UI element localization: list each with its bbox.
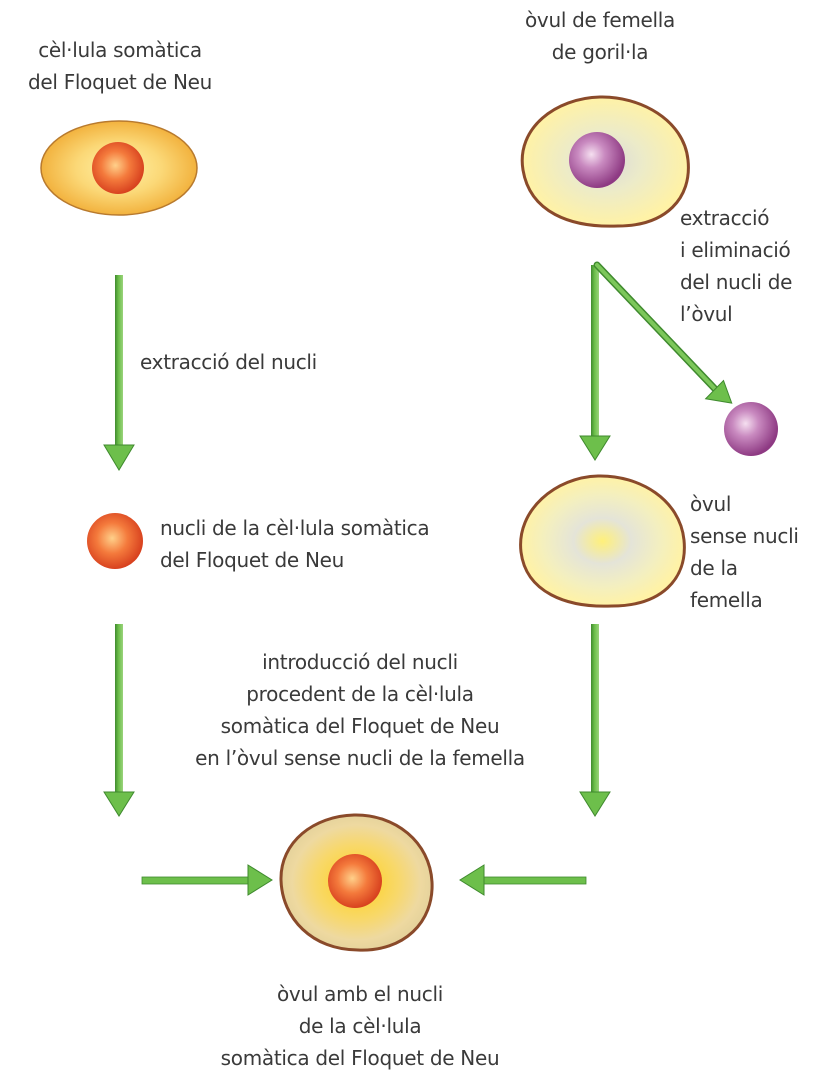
nucleus-extraction-label: extracció del nucli: [140, 350, 317, 374]
arrow-nucleus-removal: [593, 261, 733, 404]
result-egg-label: òvul amb el nucli de la cèl·lula somàtic…: [220, 982, 500, 1070]
result-egg: [279, 813, 434, 952]
enucleated-egg: [519, 474, 686, 608]
arrow-nucleus-down-2: [103, 624, 135, 817]
arrow-egg-down-1: [579, 265, 611, 461]
somatic-nucleus: [87, 513, 143, 569]
gorilla-egg: [520, 95, 690, 228]
arrow-egg-down-2: [579, 624, 611, 817]
arrow-left-into-result: [141, 864, 273, 896]
arrow-somatic-down-1: [103, 275, 135, 471]
enucleated-egg-label: òvul sense nucli de la femella: [690, 492, 799, 612]
extraction-elimination-label: extracció i eliminació del nucli de l’òv…: [680, 206, 793, 326]
introduction-label: introducció del nucli procedent de la cè…: [195, 650, 525, 770]
somatic-cell: [40, 120, 198, 216]
extracted-egg-nucleus: [724, 402, 778, 456]
somatic-nucleus-label: nucli de la cèl·lula somàtica del Floque…: [160, 516, 430, 572]
arrow-right-into-result: [459, 864, 587, 896]
gorilla-egg-label: òvul de femella de goril·la: [524, 8, 676, 64]
somatic-cell-label: cèl·lula somàtica del Floquet de Neu: [28, 38, 212, 94]
